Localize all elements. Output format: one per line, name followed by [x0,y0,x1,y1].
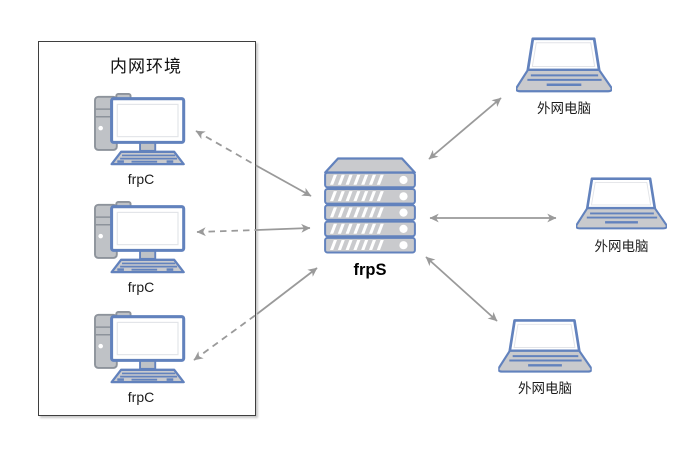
arrow-client1-solid [256,165,312,197]
client-label-2: frpC [127,279,155,295]
client-node-2: frpC [92,201,190,296]
laptop-icon [516,37,612,94]
desktop-pc-icon [92,93,190,167]
server-node: frpS [324,157,416,279]
external-label-1: 外网电脑 [537,101,591,116]
desktop-pc-icon [92,201,190,275]
external-node-2: 外网电脑 [576,177,667,256]
external-node-1: 外网电脑 [516,37,612,118]
client-label-1: frpC [127,171,155,187]
server-label: frpS [353,261,387,279]
arrow-external3 [425,256,498,322]
laptop-icon [498,319,592,374]
arrow-client3-solid [256,267,318,315]
client-label-3: frpC [127,389,155,405]
desktop-pc-icon [92,311,190,385]
intranet-boundary-box [38,41,256,416]
intranet-title: 内网环境 [110,57,182,76]
external-label-2: 外网电脑 [594,239,649,254]
server-rack-icon [324,157,416,254]
arrow-client2-solid [256,223,311,233]
laptop-icon [576,177,667,231]
external-label-3: 外网电脑 [518,381,572,396]
client-node-1: frpC [92,93,190,188]
client-node-3: frpC [92,311,190,406]
external-node-3: 外网电脑 [498,319,592,398]
arrow-external1 [428,97,502,160]
